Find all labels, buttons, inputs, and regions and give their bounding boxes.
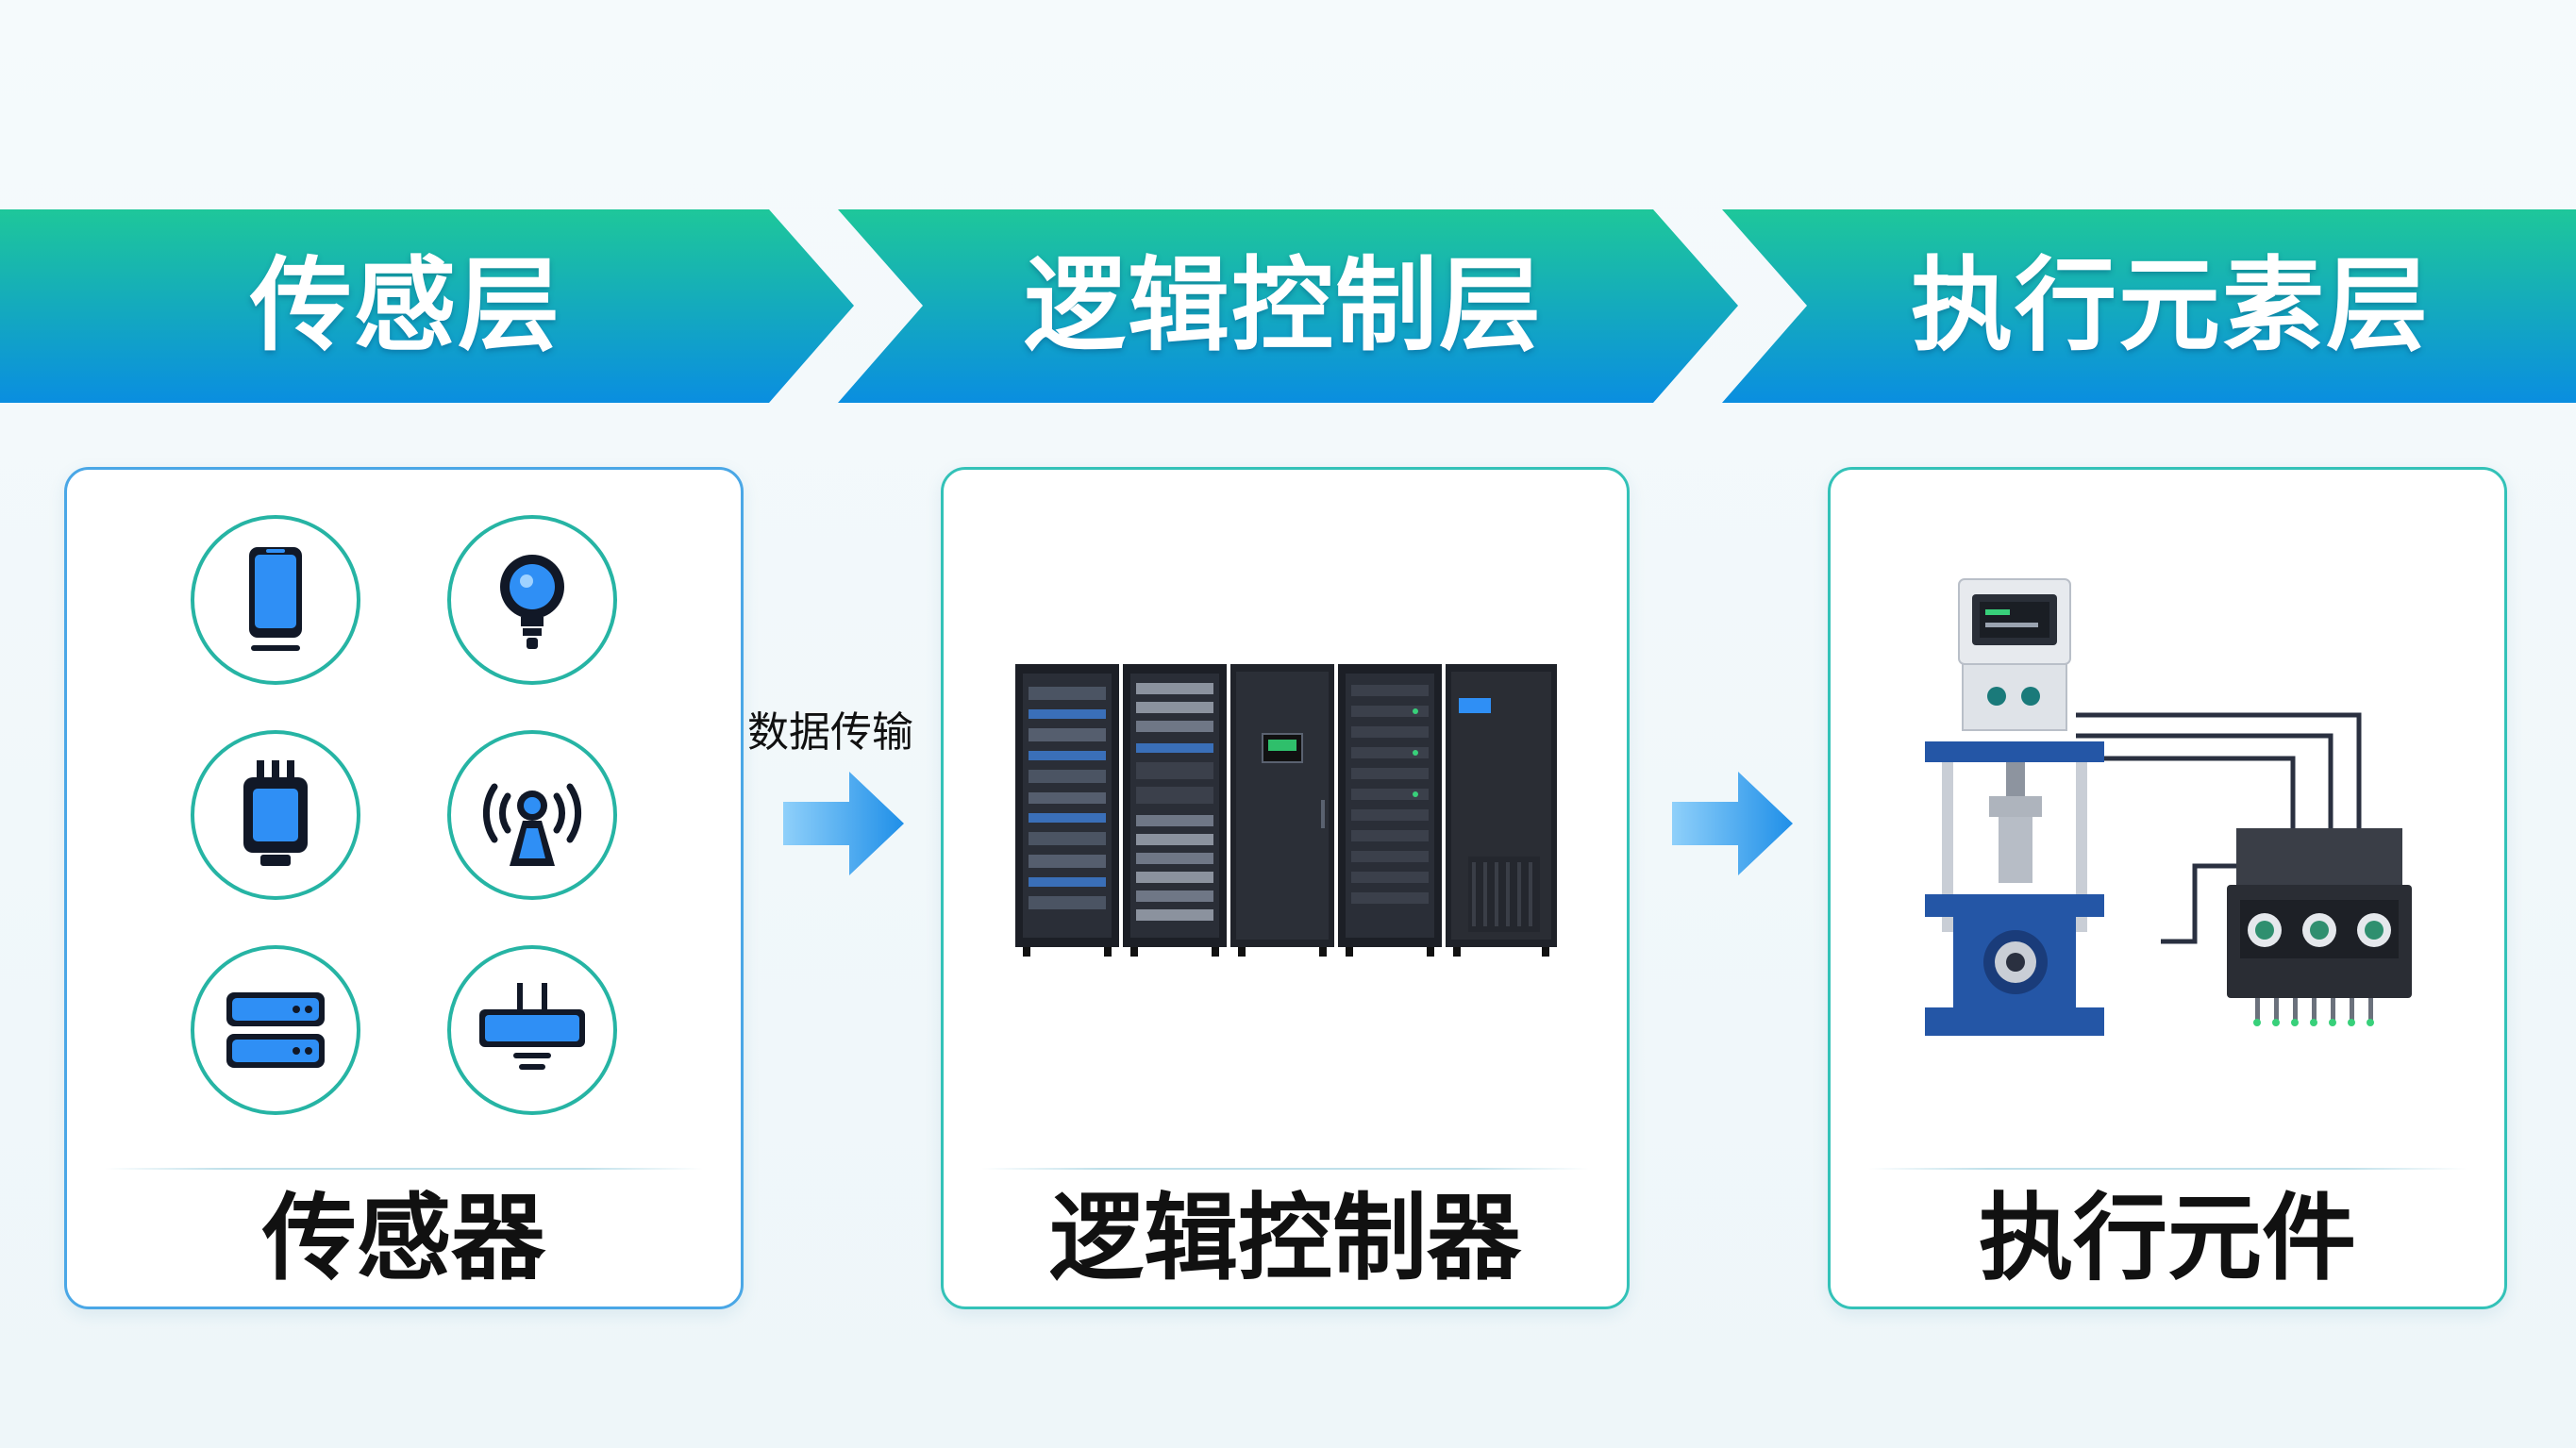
panel-divider — [1868, 1168, 2467, 1170]
rack-cabinet — [1123, 664, 1227, 957]
layer-title-sensing: 传感层 — [249, 247, 561, 365]
layer-title-logic: 逻辑控制层 — [1023, 247, 1543, 365]
banner-segment-logic — [838, 209, 1738, 403]
panel-divider — [981, 1168, 1589, 1170]
banner-segment-execution — [1722, 209, 2576, 403]
bulb-sensor-icon — [447, 515, 617, 685]
server-icon — [191, 945, 360, 1115]
rack-cabinet — [1015, 664, 1119, 957]
actuator-panel: 执行元件 — [1828, 467, 2507, 1309]
data-transfer-label: 数据传输 — [747, 708, 913, 757]
actuator-caption: 执行元件 — [1979, 1183, 2356, 1293]
sensor-panel: 传感器 — [64, 467, 744, 1309]
chip-sensor-icon — [191, 730, 360, 900]
layer-banner: 传感层 逻辑控制层 执行元素层 — [0, 209, 2576, 403]
controller-panel: 逻辑控制器 — [941, 467, 1630, 1309]
flow-arrow-right-icon — [783, 772, 904, 875]
sensor-caption: 传感器 — [262, 1183, 545, 1293]
server-rack-cabinets — [1015, 664, 1557, 957]
actuator-press-illustration — [1925, 578, 2412, 1036]
rack-cabinet — [1338, 664, 1442, 957]
banner-segment-sensing — [0, 209, 854, 403]
smartphone-icon — [191, 515, 360, 685]
controller-caption: 逻辑控制器 — [1049, 1183, 1521, 1293]
banner-chevrons — [0, 209, 2576, 403]
router-icon — [447, 945, 617, 1115]
panel-divider — [105, 1168, 703, 1170]
antenna-icon — [447, 730, 617, 900]
rack-cabinet — [1230, 664, 1334, 957]
layer-title-execution: 执行元素层 — [1910, 247, 2430, 365]
flow-arrow-right-icon — [1672, 772, 1793, 875]
rack-cabinet — [1446, 664, 1557, 957]
